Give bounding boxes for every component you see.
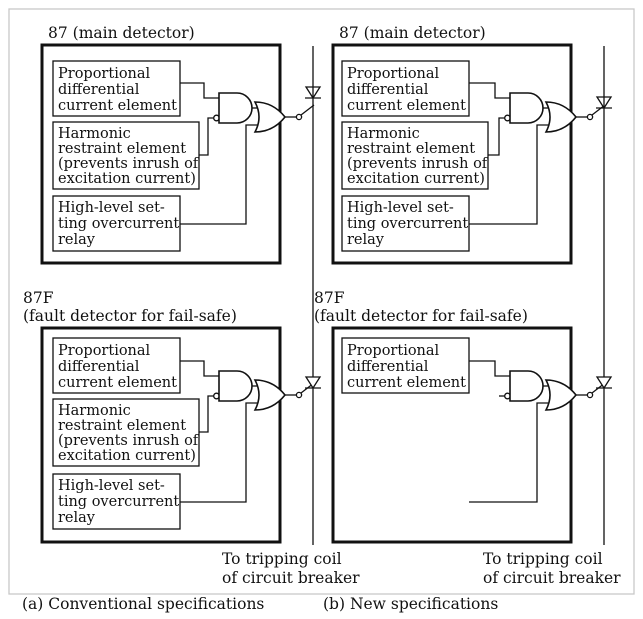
output-contact (295, 113, 303, 121)
wire (180, 402, 263, 503)
wire (469, 124, 554, 225)
wire (469, 402, 554, 503)
panel-title-line1: 87F (314, 289, 345, 307)
harmonic-element-label: Harmonic restraint element (prevents inr… (347, 126, 492, 187)
output-contact (586, 113, 594, 121)
and-gate (509, 370, 544, 402)
and-gate (218, 370, 253, 402)
panel-title: 87 (main detector) (339, 24, 486, 42)
overcurrent-relay-label: High-level set- ting overcurrent relay (58, 478, 184, 526)
wire (469, 360, 510, 377)
panel-conventional-fault: 87F (fault detector for fail-safe) Propo… (23, 289, 322, 544)
wire (488, 117, 505, 156)
overcurrent-relay-box (341, 195, 470, 252)
proportional-element-box (341, 60, 470, 117)
outer-frame (8, 8, 635, 595)
proportional-element-box (52, 60, 181, 117)
trip-label-new: To tripping coil of circuit breaker (483, 550, 621, 587)
harmonic-element-box (52, 121, 200, 190)
output-contact (586, 391, 594, 399)
harmonic-element-box (341, 121, 489, 190)
wire (180, 124, 263, 225)
panel-title-line1: 87F (23, 289, 54, 307)
diode-icon (304, 376, 322, 390)
overcurrent-relay-box (52, 473, 181, 530)
proportional-element-box (341, 337, 470, 394)
caption-a: (a) Conventional specifications (22, 595, 264, 613)
detector-box (40, 326, 282, 544)
harmonic-element-label: Harmonic restraint element (prevents inr… (58, 126, 203, 187)
proportional-element-label: Proportional differential current elemen… (347, 343, 466, 391)
and-gate (218, 92, 253, 124)
proportional-element-label: Proportional differential current elemen… (58, 343, 177, 391)
proportional-element-label: Proportional differential current elemen… (58, 66, 177, 114)
proportional-element-box (52, 337, 181, 394)
detector-box (331, 326, 573, 544)
diode-icon (595, 376, 613, 390)
wire (199, 117, 214, 156)
panel-new-main: 87 (main detector) Proportional differen… (331, 24, 613, 265)
caption-b: (b) New specifications (323, 595, 498, 613)
wire (180, 360, 219, 377)
wire (469, 82, 510, 99)
overcurrent-relay-label: High-level set- ting overcurrent relay (58, 200, 184, 248)
panel-title-line2: (fault detector for fail-safe) (23, 307, 237, 325)
wire (199, 395, 214, 433)
detector-box (331, 43, 573, 265)
trip-label-conventional: To tripping coil of circuit breaker (222, 550, 360, 587)
panel-new-fault: 87F (fault detector for fail-safe) Propo… (314, 289, 613, 544)
overcurrent-relay-label: High-level set- ting overcurrent relay (347, 200, 473, 248)
and-gate (509, 92, 544, 124)
detector-box (40, 43, 282, 265)
output-contact (295, 391, 303, 399)
harmonic-element-label: Harmonic restraint element (prevents inr… (58, 403, 203, 464)
panel-conventional-main: 87 (main detector) Proportional differen… (40, 24, 322, 265)
trip-switch (300, 104, 315, 116)
proportional-element-label: Proportional differential current elemen… (347, 66, 466, 114)
panel-title-line2: (fault detector for fail-safe) (314, 307, 528, 325)
wire (180, 82, 219, 99)
panel-title: 87 (main detector) (48, 24, 195, 42)
harmonic-element-box (52, 398, 200, 467)
overcurrent-relay-box (52, 195, 181, 252)
